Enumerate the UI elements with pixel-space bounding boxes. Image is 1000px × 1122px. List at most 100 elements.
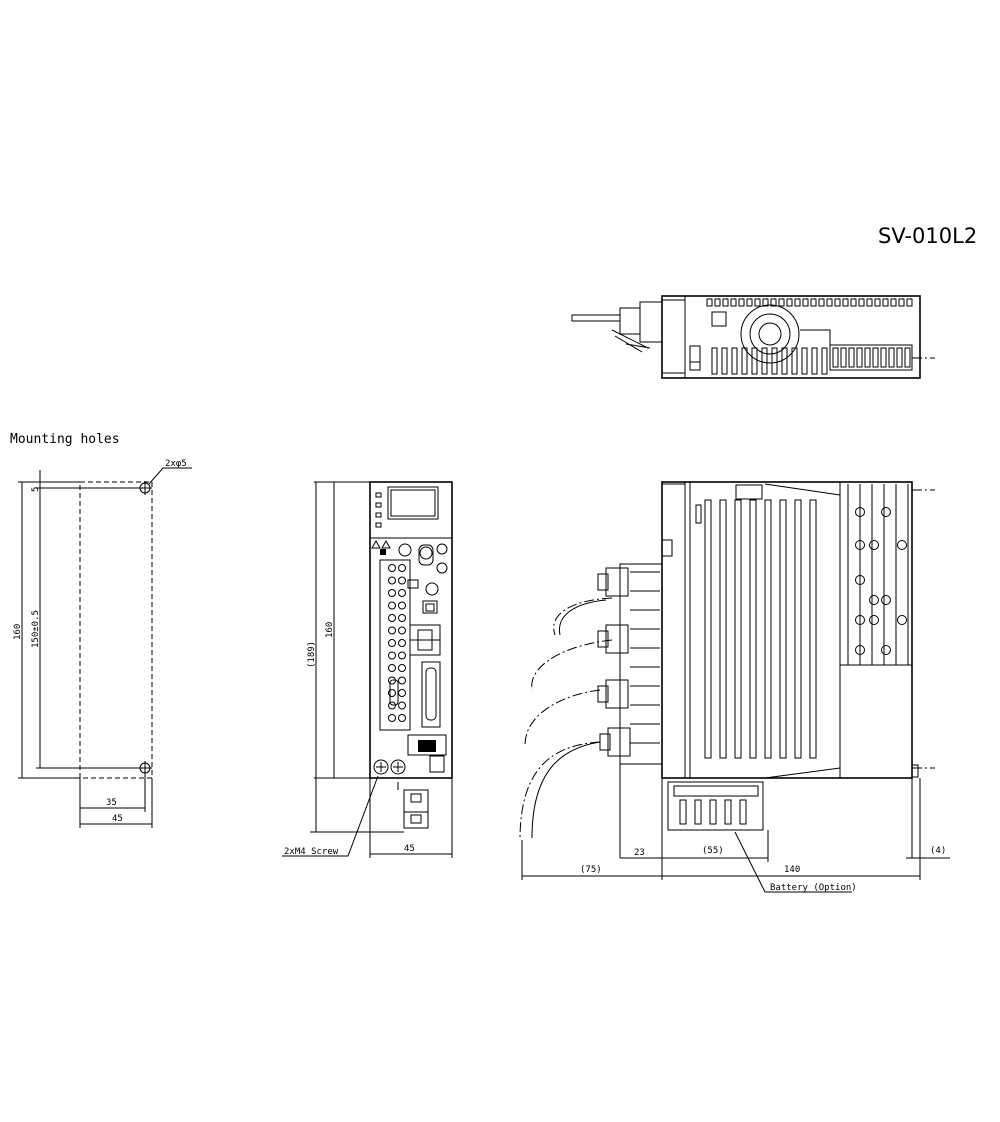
vent-slot — [734, 499, 742, 759]
side-dim-55: (55) — [702, 846, 724, 856]
vent-slot — [882, 298, 889, 307]
model-title: SV-010L2 — [878, 224, 977, 248]
heatsink-hole — [869, 615, 879, 625]
terminal-pin — [398, 701, 406, 710]
vent-slot — [834, 298, 841, 307]
front-view: (189) 160 45 2xM4 Screw — [282, 481, 453, 858]
vent-slot — [890, 298, 897, 307]
heatsink-fin — [904, 347, 911, 368]
vent-slot — [751, 347, 758, 375]
terminal-pin — [388, 564, 396, 572]
vent-slot — [794, 298, 801, 307]
side-dim-4: (4) — [930, 846, 946, 856]
vent-slot — [858, 298, 865, 307]
heatsink-fin — [856, 347, 863, 368]
heatsink-hole — [855, 645, 865, 655]
terminal-pin — [398, 689, 406, 697]
battery-slot — [724, 799, 732, 825]
vent-slot — [810, 298, 817, 307]
vent-slot — [778, 298, 785, 307]
vent-slot — [761, 347, 768, 375]
vent-slot — [754, 298, 761, 307]
battery-slot — [694, 799, 702, 825]
screw-callout: 2xM4 Screw — [284, 847, 339, 857]
heatsink-fin — [832, 347, 839, 368]
vent-slot — [764, 499, 772, 759]
battery-slot — [709, 799, 717, 825]
vent-slot — [809, 499, 817, 759]
side-view: (75) 23 (55) 140 (4) Battery (Option) — [519, 481, 950, 893]
connector-plug — [607, 727, 631, 757]
vent-slot — [746, 298, 753, 307]
vent-slot — [741, 347, 748, 375]
vent-slot — [874, 298, 881, 307]
vent-slot — [719, 499, 727, 759]
vent-slot — [801, 347, 808, 375]
vent-slot — [826, 298, 833, 307]
heatsink-hole — [869, 540, 879, 550]
front-dim-189: (189) — [307, 641, 317, 668]
terminal-pin — [388, 689, 396, 697]
connector-plug — [605, 624, 629, 654]
vent-slot — [866, 298, 873, 307]
battery-callout: Battery (Option) — [770, 883, 857, 893]
terminal-pin — [388, 639, 396, 647]
battery-slot — [739, 799, 747, 825]
heatsink-hole — [855, 540, 865, 550]
vent-slot — [704, 499, 712, 759]
vent-slot — [811, 347, 818, 375]
vent-slot — [786, 298, 793, 307]
terminal-pin — [388, 614, 396, 622]
heatsink-fin — [840, 347, 847, 368]
heatsink-hole — [869, 595, 879, 605]
top-view — [571, 295, 935, 379]
terminal-pin — [388, 589, 396, 597]
heatsink-fin — [880, 347, 887, 368]
vent-slot — [762, 298, 769, 307]
heatsink-hole — [855, 615, 865, 625]
terminal-pin — [388, 664, 396, 672]
heatsink-fin — [864, 347, 871, 368]
vent-slot — [770, 298, 777, 307]
mounting-dim-160: 160 — [13, 624, 23, 640]
vent-slot — [791, 347, 798, 375]
vent-slot — [842, 298, 849, 307]
heatsink-hole — [897, 615, 907, 625]
heatsink-fin — [872, 347, 879, 368]
mounting-dim-150: 150±0.5 — [31, 610, 41, 648]
connector-plug — [597, 573, 609, 591]
vent-slot — [721, 347, 728, 375]
vent-slot — [898, 298, 905, 307]
front-dim-45: 45 — [404, 844, 415, 854]
battery-slot — [679, 799, 687, 825]
heatsink-hole — [897, 540, 907, 550]
terminal-pin — [398, 589, 406, 597]
terminal-pin — [398, 564, 406, 572]
terminal-pin — [398, 714, 406, 722]
vent-slot — [738, 298, 745, 307]
terminal-pin — [398, 664, 406, 672]
vent-slot — [771, 347, 778, 375]
connector-plug — [597, 685, 609, 703]
vent-slot — [730, 298, 737, 307]
connector-plug — [597, 630, 609, 648]
terminal-pin — [388, 601, 396, 610]
vent-slot — [731, 347, 738, 375]
mounting-holes-view: Mounting holes 2xφ5 160 150±0.5 5 35 45 — [10, 432, 192, 828]
side-dim-140: 140 — [784, 865, 800, 875]
vent-slot — [711, 347, 718, 375]
vent-slot — [714, 298, 721, 307]
heatsink-hole — [881, 645, 891, 655]
mounting-holes-title: Mounting holes — [10, 432, 120, 447]
terminal-pin — [398, 676, 406, 685]
vent-slot — [781, 347, 788, 375]
heatsink-hole — [881, 595, 891, 605]
hole-callout: 2xφ5 — [165, 459, 187, 469]
mounting-dim-5: 5 — [31, 487, 41, 492]
terminal-pin — [388, 576, 396, 585]
mounting-dim-45: 45 — [112, 814, 123, 824]
vent-slot — [706, 298, 713, 307]
connector-plug — [605, 679, 629, 709]
terminal-pin — [398, 601, 406, 610]
